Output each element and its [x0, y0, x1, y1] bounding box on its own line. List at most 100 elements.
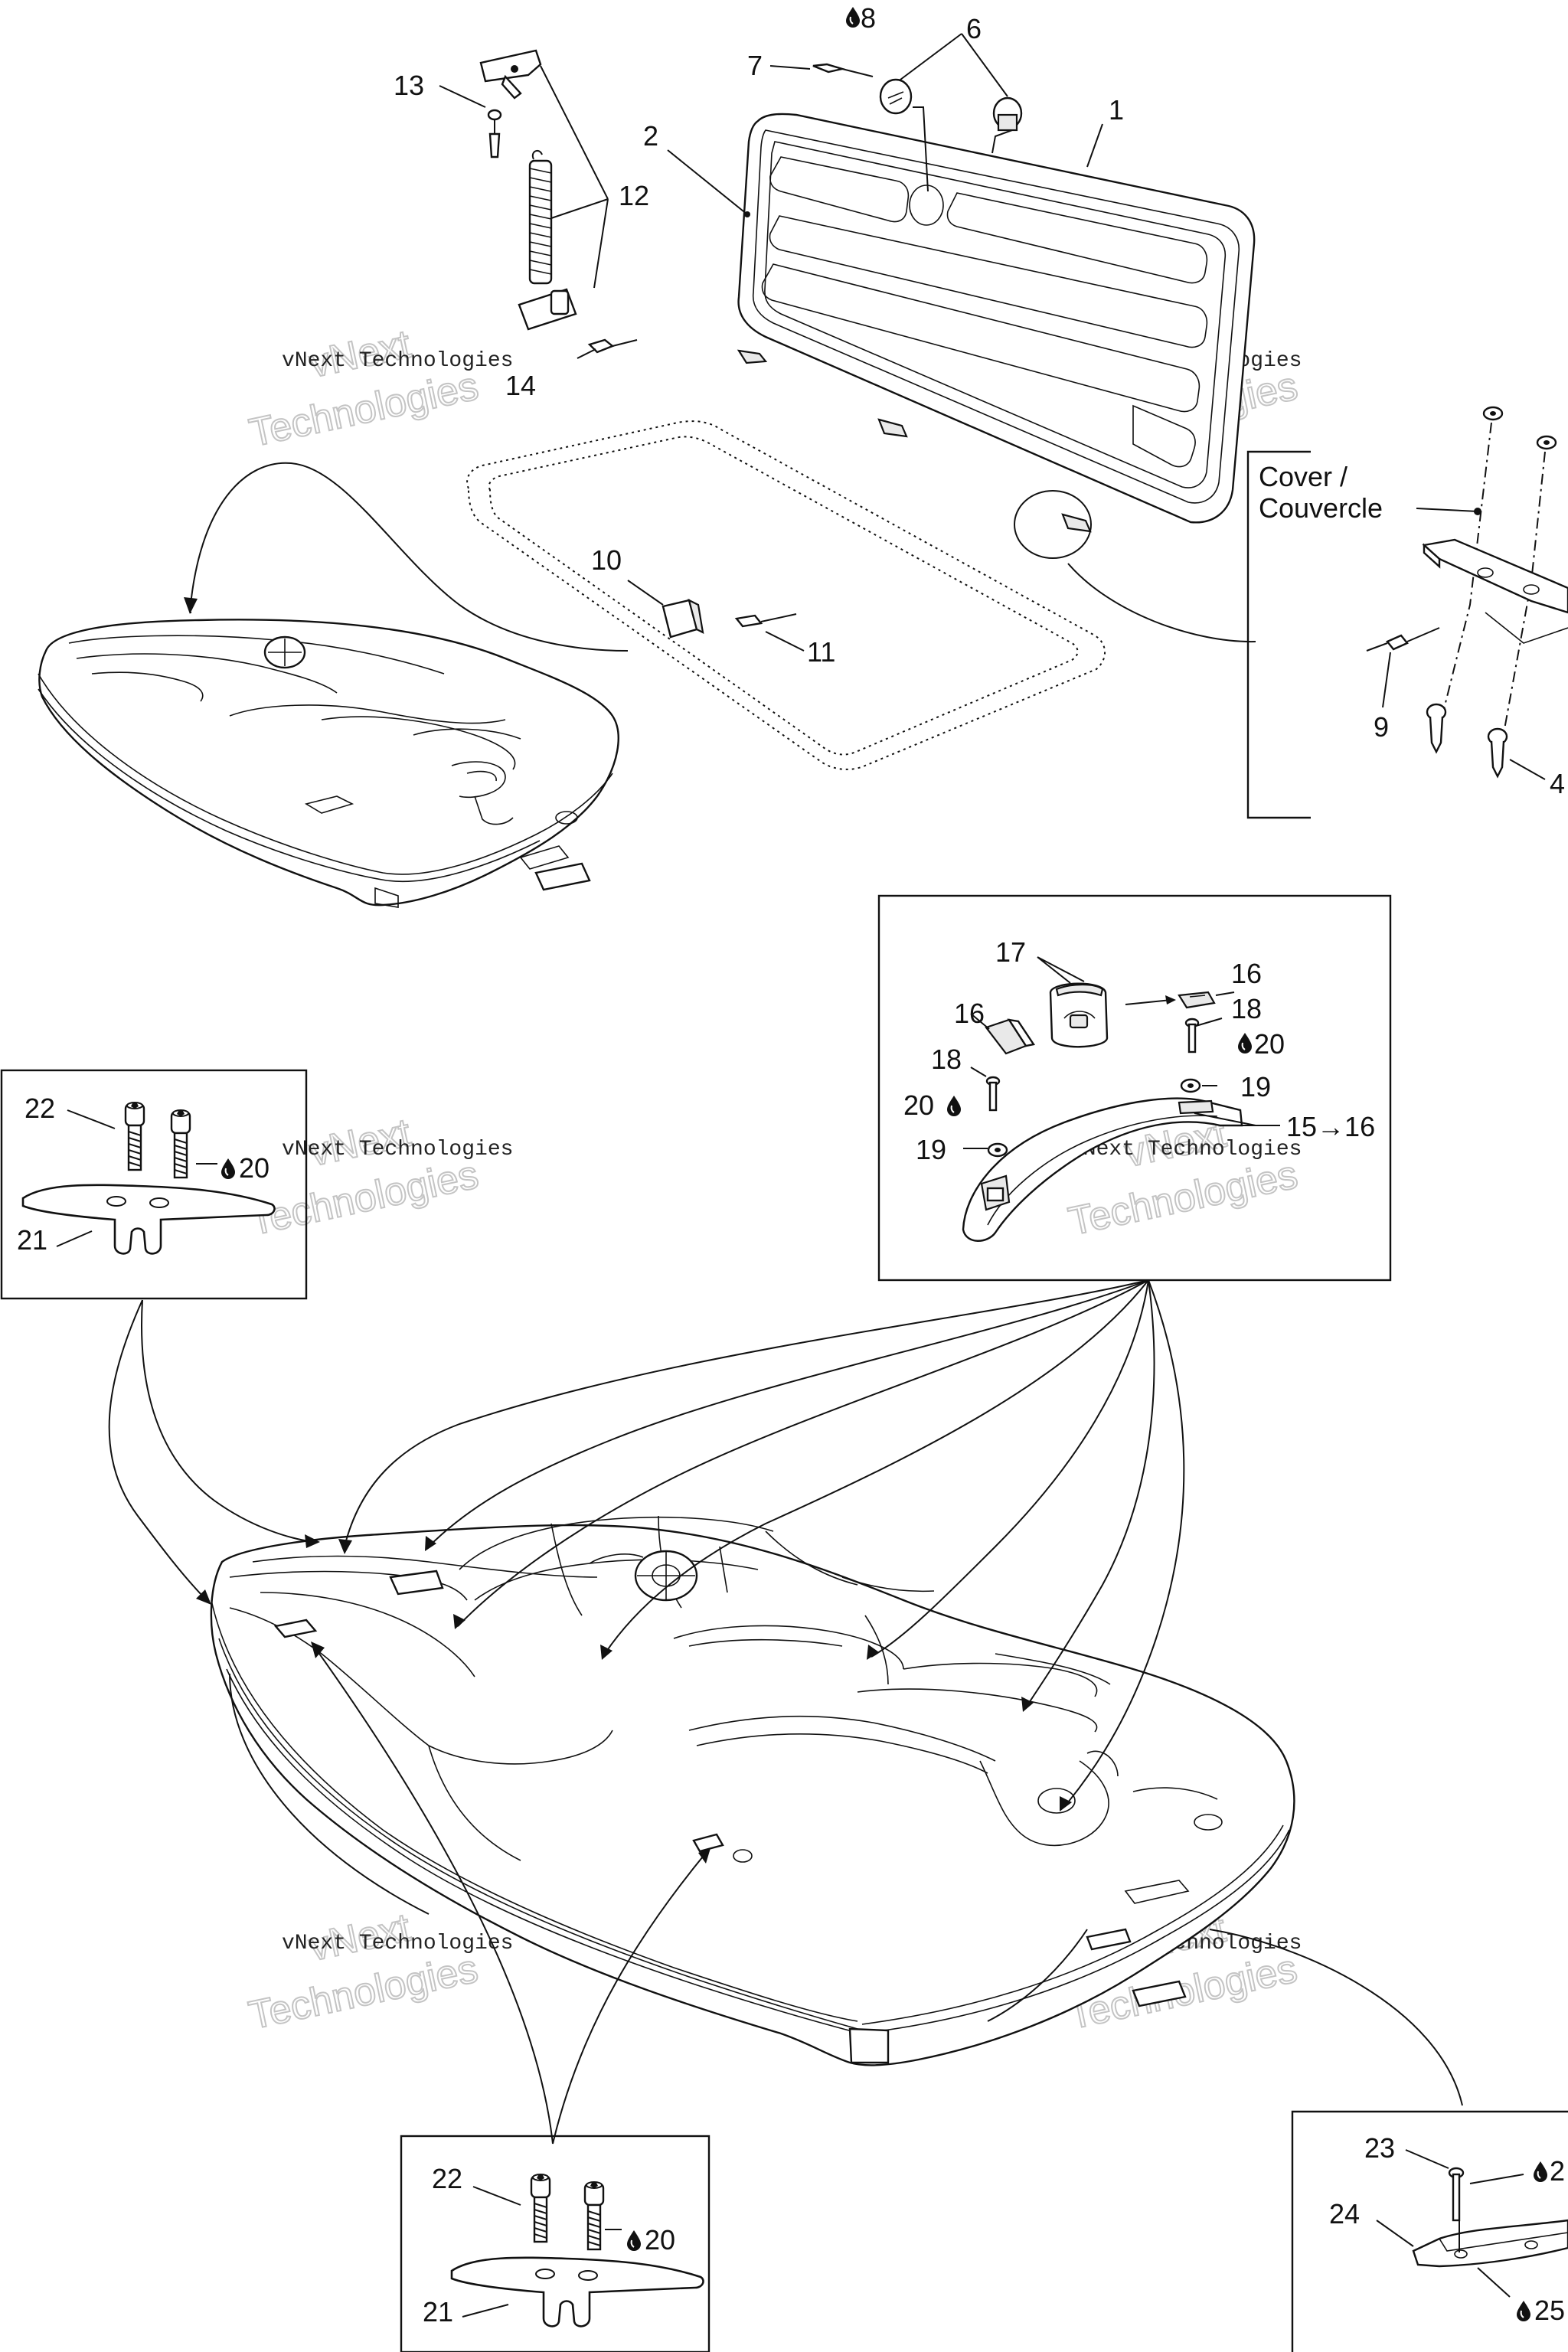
bracket-box-bottom — [1291, 2110, 1568, 2352]
label-25: 25 — [1534, 2295, 1565, 2326]
screw-23 — [1448, 2167, 1465, 2222]
drop-icon-25 — [1516, 2300, 1531, 2322]
bolt-22b-2 — [583, 2180, 605, 2251]
svg-text:vNext Technologies: vNext Technologies — [282, 1138, 513, 1161]
label-1: 1 — [1109, 94, 1124, 126]
svg-text:Technologies: Technologies — [1065, 1152, 1302, 1244]
rivet-13 — [487, 109, 502, 158]
drop-icon-20d — [626, 2230, 642, 2252]
label-14: 14 — [505, 370, 536, 401]
label-12: 12 — [619, 180, 649, 211]
pad-16-left — [985, 1018, 1035, 1055]
label-20-cleat-left: 20 — [239, 1152, 270, 1184]
watermark-5: vNext Technologies vNext Technologies — [244, 1904, 513, 2039]
grab-handle-15 — [962, 1097, 1243, 1242]
drop-icon-20c — [946, 1095, 962, 1117]
cleat-box-left — [0, 1069, 308, 1300]
handle-cap-17 — [1049, 982, 1109, 1048]
svg-text:vNext Technologies: vNext Technologies — [282, 1932, 513, 1955]
cleat-box-bottom — [400, 2135, 710, 2352]
rivet-14 — [587, 338, 638, 354]
washer-top-left — [1482, 406, 1504, 421]
label-16-right: 16 — [1231, 958, 1262, 989]
screw-18-right — [1184, 1018, 1200, 1054]
watermark-3: vNext Technologies vNext Technologies — [245, 1109, 514, 1245]
cover-hinge-bracket — [1422, 538, 1568, 644]
screw-7 — [812, 63, 874, 77]
lock-knob-right — [992, 96, 1023, 132]
label-21-left: 21 — [17, 1224, 47, 1256]
screw-18-left — [985, 1076, 1001, 1112]
rivet-4-left — [1426, 703, 1447, 753]
spring-12 — [528, 149, 553, 285]
label-19-right: 19 — [1240, 1071, 1271, 1102]
cover-latch-1 — [737, 349, 768, 364]
label-19-left: 19 — [916, 1134, 946, 1165]
pad-16-right — [1178, 991, 1216, 1009]
washer-19-left — [987, 1142, 1008, 1158]
cover-label-line2: Couvercle — [1259, 492, 1383, 524]
label-9: 9 — [1374, 711, 1389, 743]
drop-icon-20a — [220, 1158, 236, 1180]
label-22-left: 22 — [24, 1093, 55, 1124]
storage-cover-assembly — [439, 33, 1256, 770]
label-10: 10 — [591, 544, 622, 576]
cover-latch-2 — [877, 418, 908, 438]
cover-label-line1: Cover / — [1259, 461, 1348, 492]
storage-cover — [737, 113, 1256, 524]
rivet-9 — [1366, 627, 1440, 652]
hinge-bracket-top — [479, 49, 542, 100]
cleat-21b — [450, 2256, 704, 2328]
boat-main — [108, 1279, 1463, 2145]
callout-labels: 1 2 4 6 7 8 9 10 11 12 13 14 16 16 17 18… — [17, 2, 1565, 2328]
rivet-4-right — [1487, 727, 1508, 778]
label-15-to-16: 15→16 — [1286, 1111, 1375, 1142]
cover-detail-box: Cover / Couvercle — [1246, 406, 1568, 819]
lock-knob-left — [879, 78, 913, 115]
cleat-21a — [21, 1184, 276, 1255]
label-18-right: 18 — [1231, 993, 1262, 1024]
washer-top-right — [1536, 435, 1557, 450]
bracket-10 — [662, 598, 704, 639]
drop-icon-2x — [1533, 2161, 1548, 2183]
bracket-24 — [1412, 2219, 1568, 2268]
svg-text:Technologies: Technologies — [246, 364, 482, 456]
drop-icon-8 — [845, 6, 861, 28]
label-24: 24 — [1329, 2198, 1360, 2230]
label-8: 8 — [861, 2, 876, 34]
svg-text:vNext Technologies: vNext Technologies — [282, 349, 513, 373]
watermark-1: vNext Technologies vNext Technologies — [245, 321, 514, 456]
bolt-22a-2 — [170, 1109, 191, 1179]
washer-19-right — [1180, 1078, 1201, 1093]
label-4: 4 — [1550, 768, 1565, 799]
bolt-22b-1 — [530, 2173, 551, 2243]
rivet-11 — [734, 613, 797, 628]
boat-overview-small — [38, 462, 629, 908]
drop-icon-20b — [1237, 1032, 1253, 1054]
label-20-handle-left: 20 — [903, 1089, 934, 1121]
label-11: 11 — [807, 636, 835, 668]
svg-text:Technologies: Technologies — [245, 1946, 482, 2038]
label-17: 17 — [995, 936, 1026, 968]
handle-box — [877, 894, 1392, 1282]
label-7: 7 — [747, 50, 763, 81]
label-22-bottom: 22 — [432, 2163, 462, 2194]
label-20-handle-right: 20 — [1254, 1028, 1285, 1060]
label-18-left: 18 — [931, 1044, 962, 1075]
cover-latch-3 — [1061, 513, 1092, 533]
hatch-opening — [466, 420, 1106, 770]
label-13: 13 — [394, 70, 424, 101]
bolt-22a-1 — [124, 1101, 145, 1171]
hinge-bracket-bottom — [518, 288, 577, 331]
label-23: 23 — [1364, 2132, 1395, 2164]
detail-circle — [1014, 490, 1092, 559]
svg-text:Technologies: Technologies — [246, 1152, 482, 1244]
label-2-partial: 2 — [1550, 2155, 1565, 2187]
label-21-bottom: 21 — [423, 2296, 453, 2328]
label-16-left: 16 — [954, 998, 985, 1029]
label-2: 2 — [643, 120, 658, 152]
label-20-cleat-bottom: 20 — [645, 2224, 675, 2256]
svg-text:vNext Technologies: vNext Technologies — [1070, 1138, 1302, 1161]
label-6: 6 — [966, 13, 982, 44]
